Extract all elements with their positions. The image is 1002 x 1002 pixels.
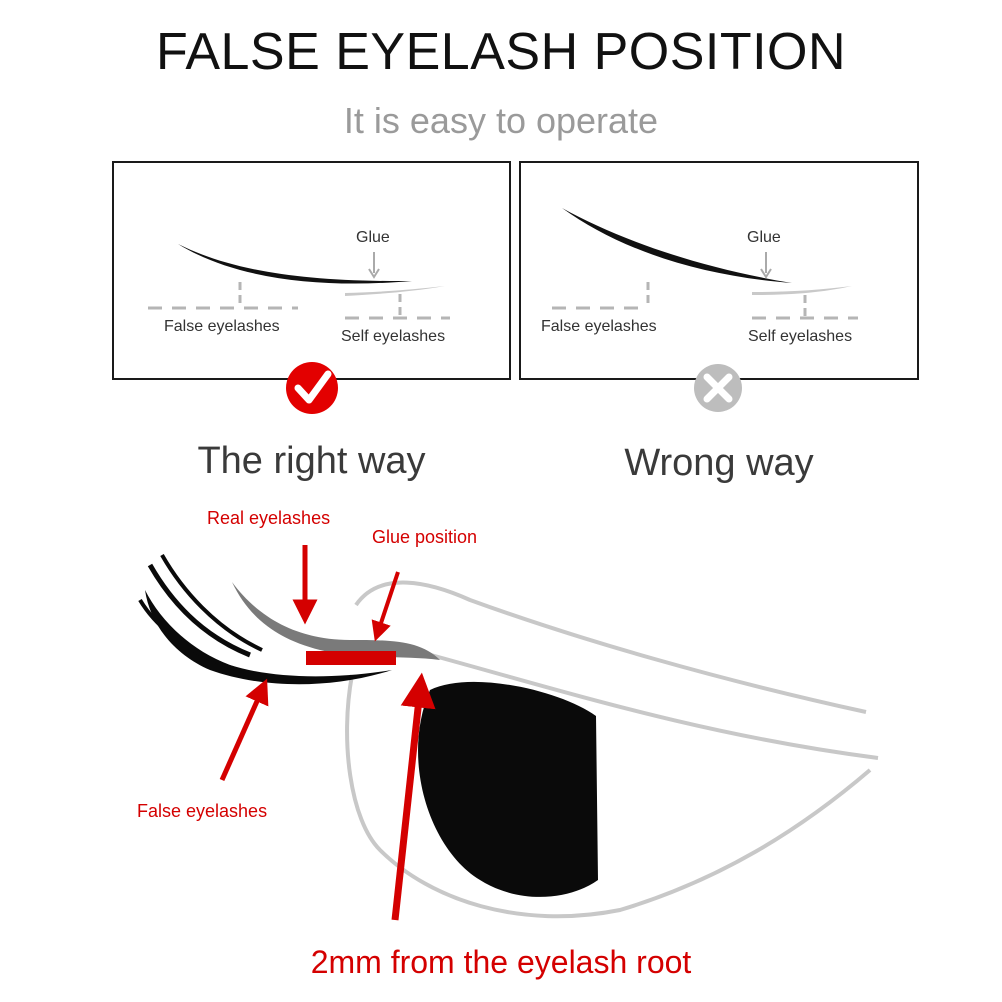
lower-eye-outline: [345, 674, 872, 919]
page-title: FALSE EYELASH POSITION: [155, 23, 847, 81]
glue-label-wrong: Glue: [747, 229, 781, 246]
page-subtitle: It is easy to operate: [343, 100, 659, 141]
glue-label-right: Glue: [356, 229, 390, 246]
self-eyelash-right: [345, 286, 445, 296]
wrong-panel-lash-diagram: [552, 208, 858, 320]
false-eyelashes-label-wrong: False eyelashes: [541, 318, 657, 335]
cross-icon: [694, 364, 742, 412]
right-way-label: The right way: [197, 440, 426, 482]
false-eyelash-fan: [145, 590, 392, 685]
right-panel-lash-diagram: [148, 244, 450, 320]
glue-position-label: Glue position: [372, 527, 478, 547]
real-eyelashes-label: Real eyelashes: [207, 508, 331, 528]
glue-strip: [306, 651, 396, 665]
glue-position-arrow: [371, 571, 400, 642]
eyelid-crease: [419, 650, 879, 760]
self-eyelashes-label-right: Self eyelashes: [341, 328, 446, 345]
wrong-way-label: Wrong way: [624, 442, 814, 484]
right-way-panel: [112, 161, 511, 380]
self-eyelashes-label-wrong: Self eyelashes: [748, 328, 853, 345]
root-distance-caption: 2mm from the eyelash root: [310, 944, 692, 980]
iris: [418, 681, 598, 897]
self-eyelash-wrong: [752, 286, 852, 295]
upper-eyelid-outline: [354, 580, 867, 714]
root-distance-arrow: [391, 672, 436, 921]
eye-illustration: [138, 545, 879, 921]
false-eyelash-arrow: [219, 678, 269, 782]
false-eyelash-band-right: [178, 244, 412, 284]
false-eyelashes-label: False eyelashes: [137, 801, 268, 821]
false-eyelashes-label-right: False eyelashes: [164, 318, 280, 335]
check-icon: [286, 362, 338, 414]
real-eyelash: [232, 582, 440, 660]
